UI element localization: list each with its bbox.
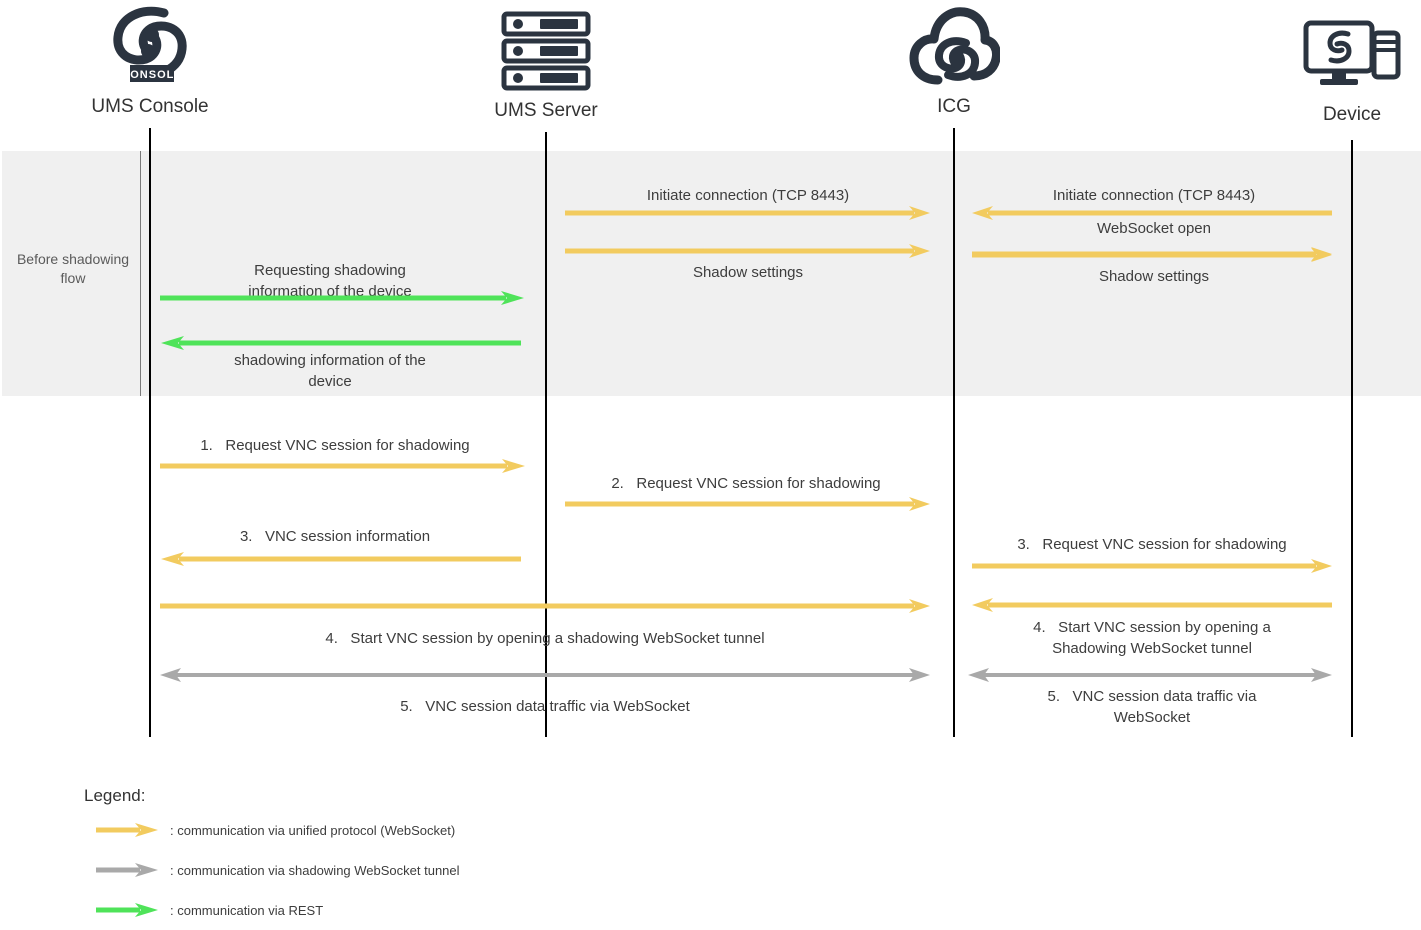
message-label: Initiate connection (TCP 8443) — [646, 187, 850, 204]
arrow-right-rest — [160, 291, 524, 305]
arrow-right-unified — [160, 459, 525, 473]
message-label: 3. Request VNC session for shadowing — [1017, 536, 1287, 553]
band-left-separator — [140, 151, 141, 396]
legend-title: Legend: — [84, 786, 146, 805]
message-label: 2. Request VNC session for shadowing — [611, 475, 881, 492]
message-label: Shadow settings — [692, 264, 804, 281]
legend-label: : communication via unified protocol (We… — [170, 822, 456, 838]
message-label: 5. VNC session data traffic via WebSocke… — [400, 698, 690, 715]
lifeline-ums-server — [545, 132, 547, 737]
lifeline-ums-console — [149, 128, 151, 737]
arrow-right-unified — [160, 599, 930, 613]
before-shadowing-band — [2, 151, 1421, 396]
message-label: Initiate connection (TCP 8443) — [1052, 187, 1256, 204]
lifeline-device — [1351, 140, 1353, 737]
message-label: 3. VNC session information — [239, 528, 431, 545]
participant-label: UMS Console — [91, 96, 209, 117]
legend-arrow-unified-icon — [96, 822, 158, 838]
svg-text:CONSOLE: CONSOLE — [121, 69, 182, 81]
arrow-left-rest — [161, 336, 521, 350]
legend-label: : communication via REST — [170, 902, 324, 918]
arrow-left-unified — [972, 206, 1332, 220]
participant-device: Device — [1252, 10, 1421, 126]
server-rack-icon — [446, 6, 646, 96]
cloud-gateway-icon — [854, 2, 1054, 92]
arrow-right-unified — [972, 559, 1332, 573]
arrow-right-unified — [972, 248, 1332, 262]
phase-label: Before shadowing flow — [16, 251, 130, 286]
legend-arrow-tunnel-icon — [96, 862, 158, 878]
legend-item-rest: : communication via REST — [96, 902, 323, 918]
message-label: 4. Start VNC session by opening a shadow… — [325, 630, 765, 647]
participant-label: ICG — [937, 96, 971, 117]
message-label: 4. Start VNC session by opening a Shadow… — [1033, 619, 1271, 657]
legend-item-shadowing-tunnel: : communication via shadowing WebSocket … — [96, 862, 460, 878]
participant-label: Device — [1322, 104, 1382, 125]
participant-label: UMS Server — [494, 100, 598, 121]
arrow-left-unified — [972, 598, 1332, 612]
legend-label: : communication via shadowing WebSocket … — [170, 862, 460, 878]
participant-icg: ICG — [854, 2, 1054, 118]
participant-ums-server: UMS Server — [446, 6, 646, 122]
message-label: WebSocket open — [1097, 220, 1211, 237]
arrow-right-unified — [565, 497, 930, 511]
desktop-computer-icon — [1252, 10, 1421, 100]
message-label: Shadow settings — [1098, 268, 1210, 285]
arrow-right-unified — [565, 244, 930, 258]
legend-item-unified-protocol: : communication via unified protocol (We… — [96, 822, 455, 838]
message-label: 1. Request VNC session for shadowing — [200, 437, 470, 454]
arrow-bidirectional-tunnel — [160, 668, 930, 682]
arrow-right-unified — [565, 206, 930, 220]
message-label: 5. VNC session data traffic via WebSocke… — [1047, 688, 1257, 726]
arrow-left-unified — [161, 552, 521, 566]
ums-console-logo-icon: CONSOLE — [50, 2, 250, 92]
lifeline-icg — [953, 128, 955, 737]
arrow-bidirectional-tunnel — [968, 668, 1332, 682]
participant-ums-console: CONSOLE UMS Console — [50, 2, 250, 118]
legend-arrow-rest-icon — [96, 902, 158, 918]
message-label: shadowing information of the device — [234, 352, 426, 390]
